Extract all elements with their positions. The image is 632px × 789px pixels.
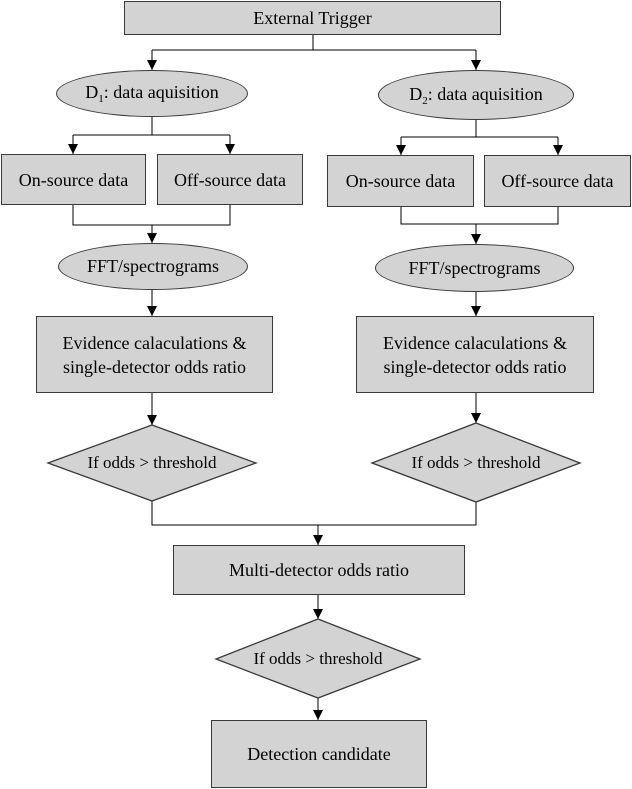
connector-d2-merge: [400, 207, 559, 225]
connector-d2-split: [401, 120, 558, 138]
d2-on-source-label: On-source data: [345, 171, 456, 191]
d1-evidence-box: Evidence calaculations & single-detector…: [36, 316, 273, 393]
d1-fft-label: FFT/spectrograms: [87, 256, 219, 276]
connector-d1-split: [73, 117, 230, 136]
final-threshold-label: If odds > threshold: [253, 649, 383, 668]
d1-fft-node: FFT/spectrograms: [58, 243, 248, 290]
connector-trigger-split: [152, 35, 476, 51]
d1-off-source-box: Off-source data: [157, 154, 303, 205]
multi-detector-box: Multi-detector odds ratio: [173, 545, 465, 595]
connector-d1-merge: [72, 205, 231, 226]
d2-evidence-line2: single-detector odds ratio: [383, 356, 567, 377]
final-threshold-diamond: [214, 618, 422, 699]
d1-acquisition-label: D1: data aquisition: [85, 82, 219, 105]
d2-off-source-label: Off-source data: [501, 171, 614, 191]
d2-acquisition-node: D2: data aquisition: [378, 70, 574, 120]
d1-threshold-label: If odds > threshold: [87, 453, 217, 472]
threshold-diamond-d1: [46, 424, 258, 502]
d2-evidence-line1: Evidence calaculations &: [383, 332, 567, 353]
d1-on-source-box: On-source data: [1, 154, 146, 205]
d2-evidence-box: Evidence calaculations & single-detector…: [356, 316, 594, 393]
d2-off-source-box: Off-source data: [484, 155, 631, 207]
external-trigger-label: External Trigger: [253, 8, 372, 28]
detection-candidate-box: Detection candidate: [211, 720, 427, 788]
external-trigger-box: External Trigger: [124, 1, 501, 35]
d1-on-source-label: On-source data: [18, 169, 129, 190]
d2-fft-label: FFT/spectrograms: [408, 257, 541, 278]
d1-evidence-line2: single-detector odds ratio: [63, 356, 246, 377]
d2-acquisition-label: D2: data aquisition: [409, 83, 543, 107]
d1-acquisition-node: D1: data aquisition: [56, 70, 248, 117]
d1-evidence-line1: Evidence calaculations &: [62, 332, 247, 353]
multi-detector-label: Multi-detector odds ratio: [229, 560, 409, 580]
d1-off-source-label: Off-source data: [173, 169, 287, 190]
d2-fft-node: FFT/spectrograms: [375, 244, 574, 292]
detection-candidate-label: Detection candidate: [247, 744, 391, 764]
d2-threshold-label: If odds > threshold: [411, 453, 541, 472]
connector-thresholds-merge: [151, 501, 477, 526]
d2-on-source-box: On-source data: [327, 155, 474, 207]
threshold-diamond-d2: [370, 422, 582, 503]
